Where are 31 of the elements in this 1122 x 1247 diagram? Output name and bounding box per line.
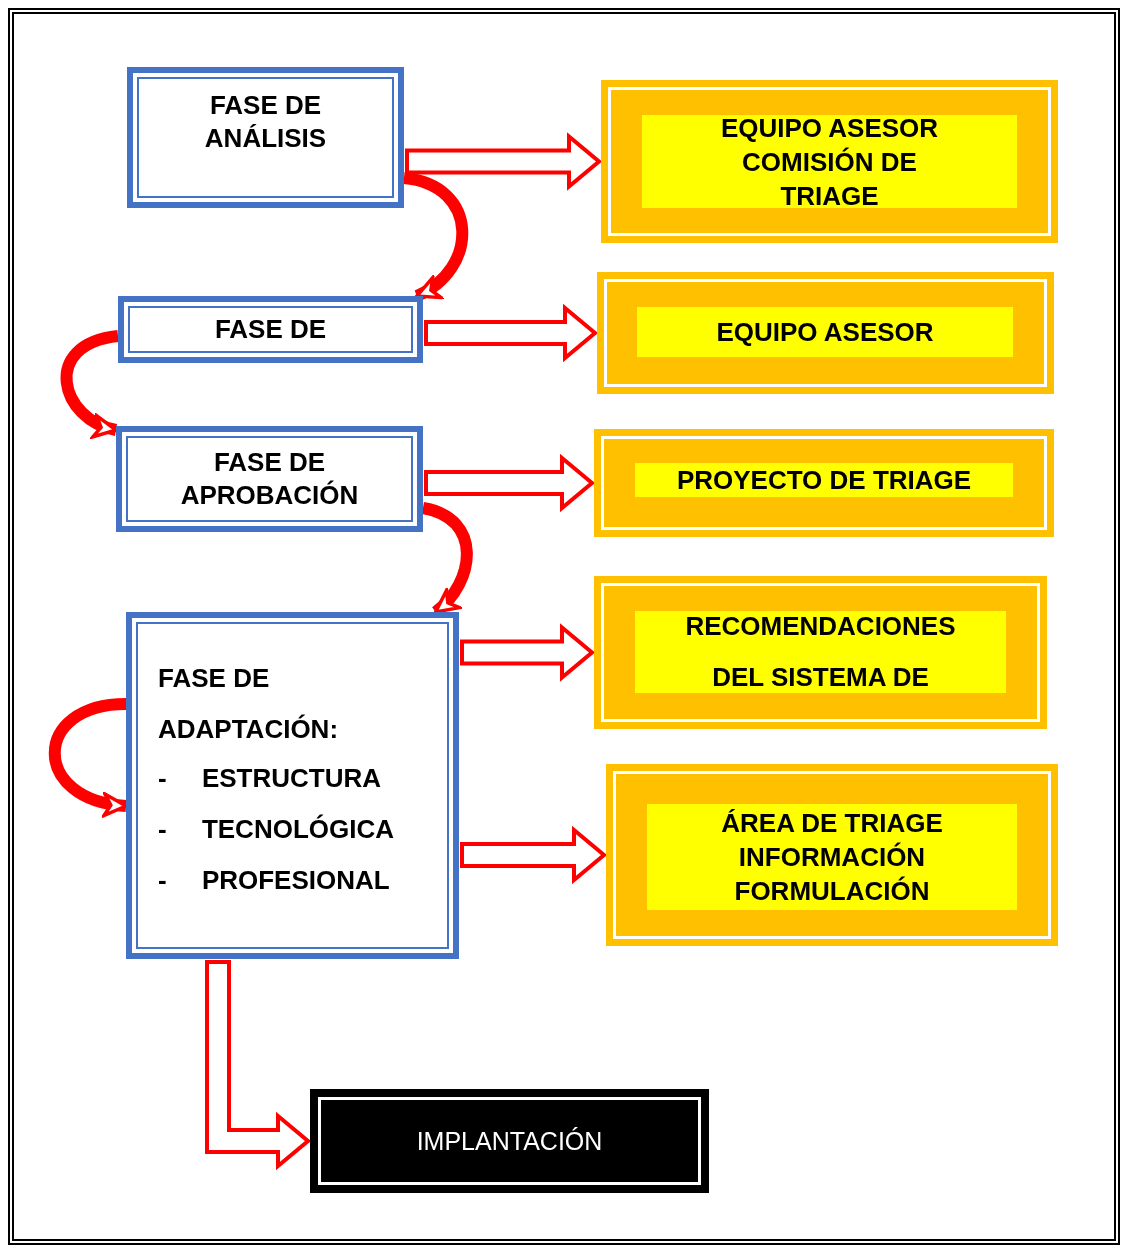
curved-arrow	[60, 330, 120, 437]
curved-arrow	[48, 698, 128, 816]
block-arrow	[205, 960, 312, 1171]
result-box	[597, 272, 1054, 394]
block-arrow	[405, 132, 603, 191]
node-label: FASE DE ANÁLISIS	[203, 89, 328, 155]
result-box	[606, 764, 1058, 946]
block-arrow	[424, 303, 599, 363]
highlighted-label: EQUIPO ASESOR	[637, 307, 1013, 357]
phase-box	[127, 67, 404, 208]
phase-box	[116, 426, 423, 532]
block-arrow	[460, 825, 608, 885]
node-label: FASE DE APROBACIÓN	[179, 446, 360, 512]
result-box	[601, 80, 1058, 243]
node-label: IMPLANTACIÓN	[415, 1127, 604, 1156]
highlighted-label: PROYECTO DE TRIAGE	[635, 463, 1013, 497]
phase-box	[126, 612, 459, 959]
final-box	[310, 1089, 709, 1193]
list-item: - TECNOLÓGICA	[158, 813, 395, 846]
list-item: - ESTRUCTURA	[158, 762, 382, 795]
highlighted-label: EQUIPO ASESOR COMISIÓN DE TRIAGE	[642, 115, 1017, 208]
phase-box	[118, 296, 423, 363]
result-box	[594, 576, 1047, 729]
highlighted-label: RECOMENDACIONES DEL SISTEMA DE	[635, 611, 1006, 693]
block-arrow	[460, 623, 596, 682]
list-item: - PROFESIONAL	[158, 864, 391, 897]
node-label: FASE DE ADAPTACIÓN:	[158, 662, 340, 746]
node-label: FASE DE	[213, 313, 328, 346]
block-arrow	[424, 453, 596, 513]
highlighted-label: ÁREA DE TRIAGE INFORMACIÓN FORMULACIÓN	[647, 804, 1017, 910]
result-box	[594, 429, 1054, 537]
